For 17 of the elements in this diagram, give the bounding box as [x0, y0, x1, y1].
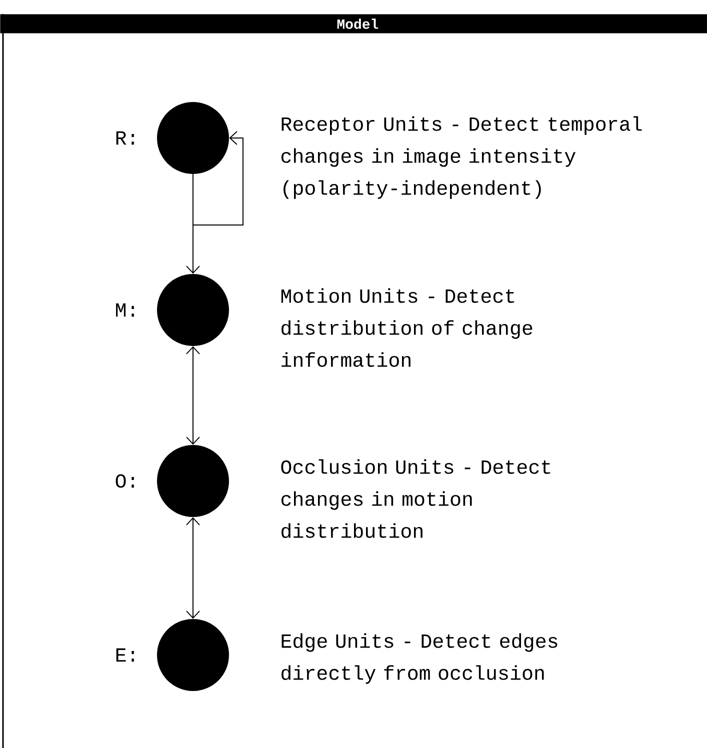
unit-description: Motion Units - Detect distribution of change information: [281, 288, 532, 367]
unit-description: Receptor Units - Detect temporal changes in image intensity (polarity-independent): [281, 116, 642, 199]
arrow: [192, 131, 244, 226]
unit-circle: [157, 619, 229, 691]
unit-letter: R:: [116, 131, 134, 145]
arrow: [186, 517, 200, 619]
unit-description: Occlusion Units - Detect changes in motion distribution: [281, 459, 550, 538]
arrow: [186, 346, 200, 445]
unit-letter: E:: [116, 648, 134, 662]
unit-circle: [157, 445, 229, 517]
unit-description: Edge Units - Detect edges directly from occlusion: [282, 633, 558, 684]
unit-circle: [157, 274, 229, 346]
title-bar: Model: [0, 14, 707, 34]
unit-letter: O:: [116, 474, 134, 488]
arrow: [186, 174, 200, 274]
unit-letter: M:: [116, 303, 134, 317]
unit-circle: [157, 102, 229, 174]
